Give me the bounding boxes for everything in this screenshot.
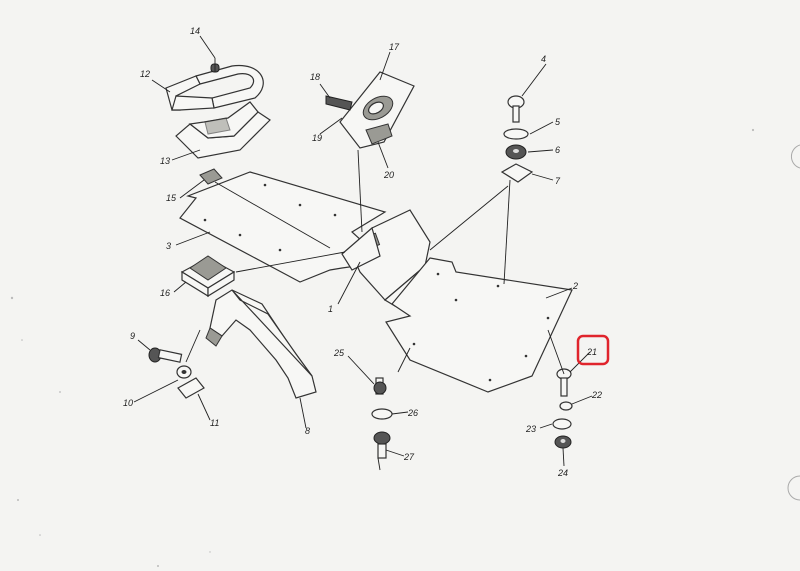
callout-15: 15 [166, 193, 177, 203]
assembly-guide-lines [185, 149, 565, 471]
callout-4: 4 [541, 54, 546, 64]
fastener-set-9-11 [148, 347, 205, 399]
callout-26: 26 [407, 408, 418, 418]
callout-3: 3 [166, 241, 171, 251]
callout-22: 22 [591, 390, 602, 400]
clip-15 [199, 168, 223, 185]
callout-14: 14 [190, 26, 200, 36]
callout-6: 6 [555, 145, 560, 155]
callout-2: 2 [572, 281, 578, 291]
callout-1: 1 [328, 304, 333, 314]
callout-9: 9 [130, 331, 135, 341]
callout-25: 25 [333, 348, 345, 358]
callout-labels: 1 2 3 4 5 6 7 8 9 10 11 12 13 14 15 16 1… [123, 26, 602, 478]
callout-21: 21 [586, 347, 597, 357]
scan-texture [10, 128, 755, 567]
callout-8: 8 [305, 426, 310, 436]
handle-assembly-12-13 [165, 58, 271, 159]
callout-11: 11 [210, 418, 219, 428]
callout-5: 5 [555, 117, 561, 127]
callout-18: 18 [310, 72, 320, 82]
mount-16 [180, 255, 236, 298]
callout-17: 17 [389, 42, 400, 52]
callout-24: 24 [557, 468, 568, 478]
callout-27: 27 [403, 452, 415, 462]
highlight-box-callout-21[interactable] [576, 334, 610, 366]
plate-assembly-17-20 [325, 71, 415, 149]
fastener-stack-25-27 [371, 377, 393, 459]
callout-20: 20 [383, 170, 394, 180]
callout-7: 7 [555, 176, 561, 186]
callout-leaders [133, 35, 593, 467]
callout-10: 10 [123, 398, 133, 408]
fastener-stack-21-24 [552, 368, 573, 449]
callout-16: 16 [160, 288, 170, 298]
bracket-8 [205, 289, 317, 399]
floor-panel-2 [385, 257, 573, 393]
fastener-stack-4-7 [500, 95, 534, 183]
callout-13: 13 [160, 156, 170, 166]
callout-12: 12 [140, 69, 150, 79]
binder-hole-marks [787, 144, 800, 501]
callout-19: 19 [312, 133, 322, 143]
callout-23: 23 [525, 424, 536, 434]
